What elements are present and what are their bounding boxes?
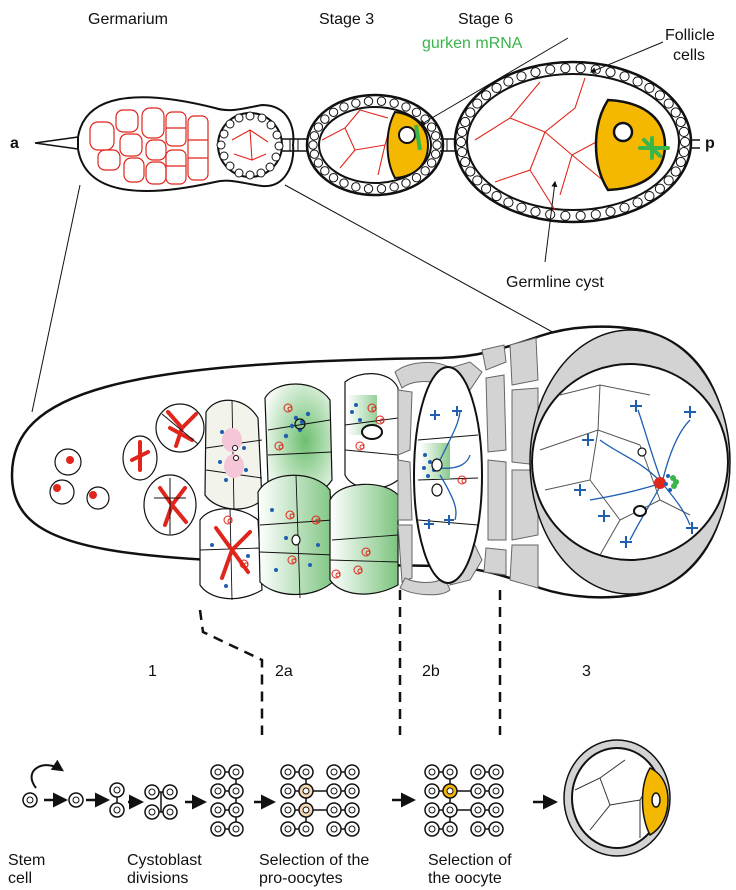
follicle-cell: [314, 159, 322, 167]
follicle-cell: [427, 159, 435, 167]
follicle-cell: [461, 157, 470, 166]
follicle-cell: [466, 167, 475, 176]
follicle-cell: [352, 99, 360, 107]
region-label-2a: 2a: [275, 663, 293, 680]
follicle-cell: [364, 97, 372, 105]
follicle-cell: [664, 99, 673, 108]
label-anterior: a: [10, 135, 19, 152]
follicle-cell: [676, 157, 685, 166]
region-label-2b: 2b: [422, 663, 440, 680]
follicle-cell: [620, 203, 629, 212]
follicle-cell: [473, 99, 482, 108]
follicle-cell: [561, 211, 570, 220]
follicle-cell: [576, 64, 585, 73]
follicle-cell: [412, 173, 420, 181]
follicle-cell: [377, 185, 385, 193]
follicle-cell: [390, 99, 398, 107]
label-seloo-2: the oocyte: [428, 870, 502, 887]
follicle-cell: [473, 176, 482, 185]
follicle-cell: [561, 64, 570, 73]
germarium-detail: [12, 327, 730, 600]
follicle-cell: [576, 211, 585, 220]
label-stage6: Stage 6: [458, 11, 513, 28]
follicle-cell: [482, 91, 491, 100]
follicle-cell: [504, 198, 513, 207]
follicle-cell: [456, 137, 465, 146]
follicle-cell: [310, 132, 318, 140]
label-posterior: p: [705, 135, 715, 152]
follicle-cell: [517, 72, 526, 81]
follicle-cell: [427, 123, 435, 131]
follicle-cell: [531, 207, 540, 216]
label-stage3: Stage 3: [319, 11, 374, 28]
follicle-cell: [633, 198, 642, 207]
follicle-cell: [402, 179, 410, 187]
follicle-cell: [606, 207, 615, 216]
follicle-cell: [457, 147, 466, 156]
follicle-cell: [664, 176, 673, 185]
follicle-cell: [676, 117, 685, 126]
follicle-cell: [364, 185, 372, 193]
follicle-cell: [321, 115, 329, 123]
label-seloo-1: Selection of: [428, 852, 512, 869]
label-stem-2: cell: [8, 870, 32, 887]
follicle-cell: [466, 108, 475, 117]
follicle-cell: [433, 141, 441, 149]
follicle-cell: [671, 167, 680, 176]
follicle-cell: [340, 179, 348, 187]
follicle-cell: [679, 127, 688, 136]
follicle-cell: [310, 150, 318, 158]
label-cysto-2: divisions: [127, 870, 188, 887]
label-stem-1: Stem: [8, 852, 45, 869]
follicle-cell: [679, 147, 688, 156]
follicle-cell: [457, 127, 466, 136]
region-label-1: 1: [148, 663, 157, 680]
follicle-cell: [620, 72, 629, 81]
follicle-cell: [504, 77, 513, 86]
follicle-cell: [402, 103, 410, 111]
follicle-cell: [421, 167, 429, 175]
label-germline-cyst: Germline cyst: [506, 274, 604, 291]
follicle-cell: [309, 141, 317, 149]
follicle-cell: [645, 191, 654, 200]
label-selpro-1: Selection of the: [259, 852, 369, 869]
follicle-cell: [606, 68, 615, 77]
ovariole: [35, 62, 700, 222]
follicle-cell: [352, 183, 360, 191]
label-gurken-mrna: gurken mRNA: [422, 35, 522, 52]
follicle-cell: [431, 132, 439, 140]
follicle-cell: [680, 137, 689, 146]
follicle-cell: [633, 77, 642, 86]
follicle-cell: [431, 150, 439, 158]
follicle-cell: [645, 83, 654, 92]
follicle-cell: [390, 183, 398, 191]
follicle-cell: [329, 173, 337, 181]
label-cysto-1: Cystoblast: [127, 852, 202, 869]
follicle-cell: [492, 191, 501, 200]
label-germarium: Germarium: [88, 11, 168, 28]
follicle-cell: [517, 203, 526, 212]
follicle-cell: [461, 117, 470, 126]
follicle-cell: [329, 108, 337, 116]
follicle-cell: [655, 184, 664, 193]
follicle-cell: [546, 65, 555, 74]
follicle-cell: [412, 108, 420, 116]
follicle-cell: [377, 97, 385, 105]
follicle-cell: [314, 123, 322, 131]
label-follicle-line2: cells: [673, 47, 705, 64]
label-selpro-2: pro-oocytes: [259, 870, 343, 887]
region-label-3: 3: [582, 663, 591, 680]
follicle-cell: [591, 210, 600, 219]
label-follicle-line1: Follicle: [665, 27, 715, 44]
stage1-cyst: [532, 364, 728, 560]
lineage: [23, 740, 670, 856]
follicle-cell: [321, 167, 329, 175]
follicle-cell: [655, 91, 664, 100]
follicle-cell: [482, 184, 491, 193]
follicle-cell: [340, 103, 348, 111]
follicle-cell: [671, 108, 680, 117]
follicle-cell: [531, 68, 540, 77]
follicle-cell: [492, 83, 501, 92]
